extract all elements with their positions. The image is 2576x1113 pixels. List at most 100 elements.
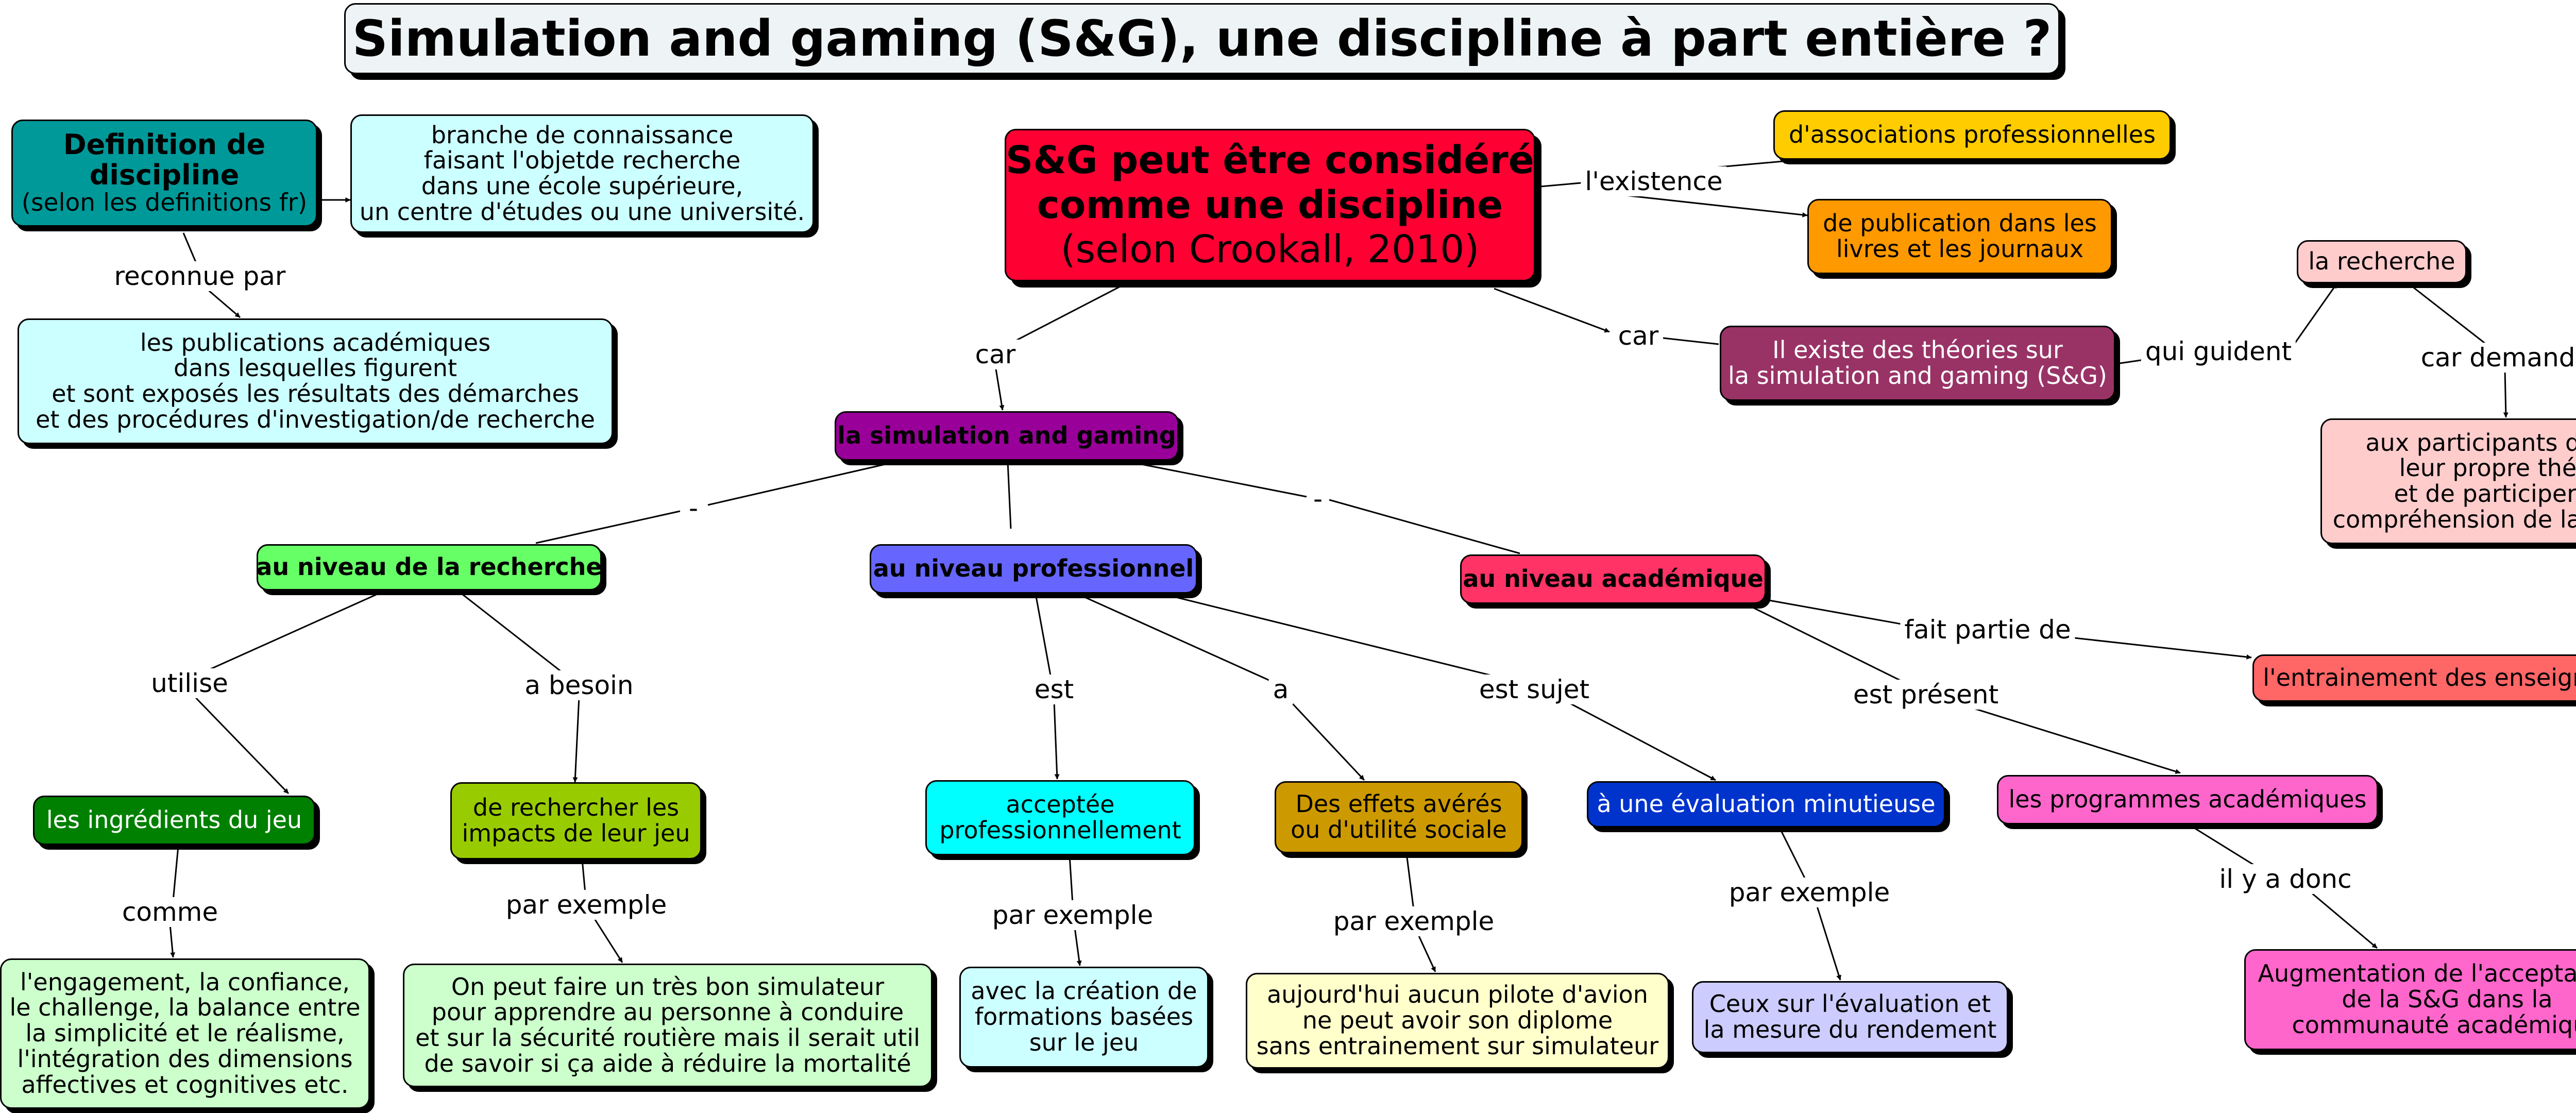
effets-line-2: ou d'utilité sociale [1291, 816, 1507, 844]
edge-label-car-demande: car demande [2416, 343, 2576, 373]
node-niveau-recherche[interactable]: au niveau de la recherche [256, 544, 602, 591]
acceptee-line-1: acceptée [1006, 790, 1115, 819]
connector-line [2064, 636, 2252, 660]
node-augmentation-acceptabilite[interactable]: Augmentation de l'acceptabilitéde la S&G… [2244, 949, 2576, 1050]
publications-acad-line-2: dans lesquelles figurent [173, 354, 457, 382]
edge-label-dash-right: - [1309, 484, 1327, 514]
participants-line-4: compréhension de la pratique [2332, 505, 2576, 533]
ceux-eval-line-1: Ceux sur l'évaluation et [1709, 990, 1991, 1018]
connector-line [1076, 593, 1274, 683]
node-evaluation-minutieuse[interactable]: à une évaluation minutieuse [1587, 781, 1945, 828]
connector-line [1035, 593, 1052, 679]
augmentation-line-1: Augmentation de l'acceptabilité [2258, 959, 2576, 988]
node-definition-discipline[interactable]: Definition de discipline (selon les defi… [11, 120, 317, 227]
connector-line [592, 917, 623, 963]
pilote-line-3: sans entrainement sur simulateur [1256, 1032, 1659, 1060]
programmes-line-1: les programmes académiques [2008, 785, 2367, 814]
edge-label-par-exemple-2: par exemple [988, 900, 1158, 930]
theories-line-1: Il existe des théories sur [1772, 336, 2063, 364]
node-entrainement-enseignants[interactable]: l'entrainement des enseignants [2252, 654, 2576, 702]
connector-line [204, 589, 386, 673]
connector-line [572, 696, 580, 783]
edge-label-est-sujet: est sujet [1475, 674, 1594, 704]
connector-line [169, 924, 176, 958]
node-ingredients-du-jeu[interactable]: les ingrédients du jeu [33, 796, 315, 845]
node-main-thesis[interactable]: S&G peut être considéré comme une discip… [1005, 129, 1535, 281]
map-title: Simulation and gaming (S&G), une discipl… [344, 3, 2060, 74]
node-niveau-professionnel[interactable]: au niveau professionnel [870, 544, 1197, 594]
edge-label-il-y-a-donc: il y a donc [2215, 864, 2356, 894]
connector-line [204, 285, 241, 318]
niveau-acad-line-1: au niveau académique [1463, 565, 1764, 593]
connector-line [1816, 904, 1841, 981]
recherche-top-line-1: la recherche [2308, 247, 2455, 276]
augmentation-line-3: communauté académique [2292, 1010, 2576, 1039]
connector-line [2503, 368, 2509, 418]
simulateur-line-3: et sur la sécurité routière mais il sera… [415, 1024, 920, 1052]
connector-line [1285, 696, 1365, 781]
entrainement-ens-line-1: l'entrainement des enseignants [2263, 664, 2576, 692]
pilote-line-1: aujourd'hui aucun pilote d'avion [1267, 981, 1648, 1009]
edge-label-reconnue-par: reconnue par [110, 261, 290, 291]
connector-line [1417, 933, 1436, 972]
publications-acad-line-1: les publications académiques [140, 328, 491, 357]
sim-gaming-line-1: la simulation and gaming [837, 421, 1176, 450]
acceptee-line-2: professionnellement [939, 816, 1181, 844]
simulateur-line-4: de savoir si ça aide à réduire la mortal… [424, 1049, 911, 1077]
connector-line [1161, 593, 1507, 680]
publication-livres-line-1: de publication dans les [1823, 209, 2097, 238]
publications-acad-line-4: et des procédures d'investigation/de rec… [36, 405, 595, 433]
edge-label-existence: l'existence [1581, 166, 1727, 196]
formations-line-3: sur le jeu [1029, 1028, 1139, 1056]
connector-line [192, 694, 290, 795]
node-simulation-and-gaming[interactable]: la simulation and gaming [835, 411, 1179, 461]
niveau-recherche-line-1: au niveau de la recherche [256, 553, 602, 581]
edge-label-est: est [1030, 674, 1078, 704]
connector-line [581, 859, 586, 894]
edge-label-par-exemple-4: par exemple [1724, 878, 1894, 907]
edge-label-qui-guident: qui guident [2141, 336, 2296, 366]
connector-line [2412, 285, 2492, 349]
branche-line-3: dans une école supérieure, [421, 172, 743, 200]
node-la-recherche[interactable]: la recherche [2297, 240, 2467, 283]
formations-line-2: formations basées [974, 1003, 1194, 1031]
evaluation-line-1: à une évaluation minutieuse [1597, 790, 1936, 818]
edge-label-par-exemple-1: par exemple [501, 890, 671, 920]
connector-line [1778, 827, 1807, 882]
connector-line [457, 589, 566, 676]
node-engagement[interactable]: l'engagement, la confiance,le challenge,… [0, 958, 370, 1109]
pilote-line-2: ne peut avoir son diplome [1302, 1006, 1613, 1035]
associations-line-1: d'associations professionnelles [1788, 121, 2156, 149]
definition-line2: discipline [89, 158, 240, 191]
edge-label-est-present: est présent [1849, 680, 2003, 710]
simulateur-line-1: On peut faire un très bon simulateur [451, 972, 885, 1001]
connector-line [1405, 853, 1415, 910]
node-participants-theorie[interactable]: aux participants de faireleur propre thé… [2320, 418, 2576, 544]
connector-line [1329, 499, 1520, 554]
connector-line [1563, 699, 1716, 781]
connector-line [1007, 461, 1012, 529]
main-line2: comme une discipline [1037, 182, 1503, 227]
main-line3: (selon Crookall, 2010) [1060, 227, 1480, 272]
node-niveau-academique[interactable]: au niveau académique [1460, 554, 1766, 604]
node-associations-professionnelles[interactable]: d'associations professionnelles [1773, 110, 2171, 160]
connector-line [1008, 283, 1125, 345]
effets-line-1: Des effets avérés [1295, 790, 1502, 818]
branche-line-1: branche de connaissance [431, 121, 734, 149]
branche-line-2: faisant l'objetde recherche [423, 146, 741, 175]
connector-line [172, 846, 179, 901]
connector-line [1069, 855, 1074, 904]
node-programmes-academiques[interactable]: les programmes académiques [1997, 775, 2378, 824]
niveau-pro-line-1: au niveau professionnel [873, 554, 1194, 583]
